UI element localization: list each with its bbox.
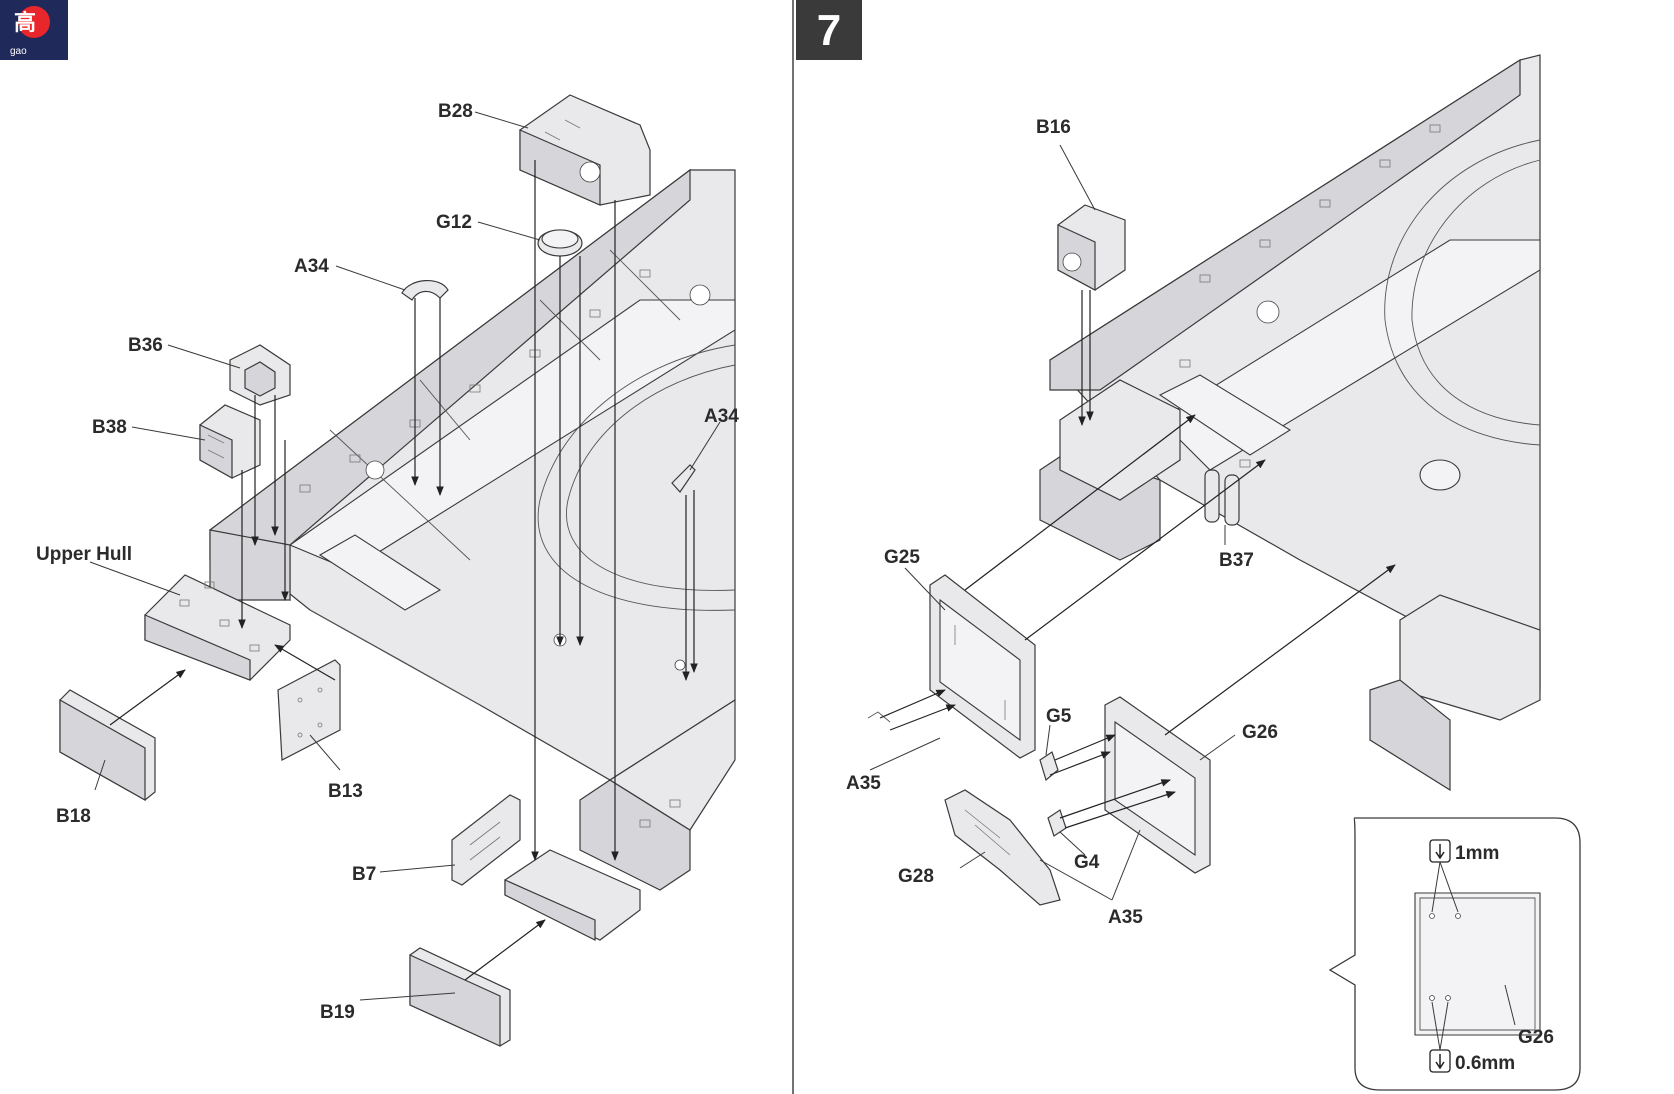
label-g28: G28 bbox=[898, 866, 934, 887]
label-b38: B38 bbox=[92, 417, 127, 438]
step-badge: 7 bbox=[796, 0, 862, 60]
label-upper-hull: Upper Hull bbox=[36, 544, 132, 565]
label-g4: G4 bbox=[1074, 852, 1100, 873]
label-b16: B16 bbox=[1036, 117, 1071, 138]
left-leader-lines bbox=[89, 111, 721, 1001]
right-assembly-arrows bbox=[879, 290, 1396, 829]
label-drill-top: 1mm bbox=[1455, 843, 1499, 864]
part-b28-shape bbox=[519, 94, 651, 206]
part-g26-shape bbox=[1104, 696, 1211, 874]
logo-text: 高 bbox=[14, 10, 36, 35]
part-b18-shape bbox=[59, 689, 156, 802]
part-g4-shape bbox=[1047, 809, 1067, 837]
part-upper-hull-corner-shape bbox=[144, 574, 291, 681]
label-b36: B36 bbox=[128, 335, 163, 356]
brand-logo: 高 gao bbox=[0, 0, 68, 60]
part-g28-shape bbox=[944, 789, 1061, 906]
label-a35-left: A35 bbox=[846, 773, 881, 794]
label-b19: B19 bbox=[320, 1002, 355, 1023]
part-b36-shape bbox=[229, 344, 291, 406]
right-leader-lines bbox=[869, 144, 1236, 901]
label-b28: B28 bbox=[438, 101, 473, 122]
right-hull-illustration bbox=[1039, 54, 1541, 792]
part-g25-shape bbox=[929, 574, 1036, 759]
part-a35-left-shape bbox=[867, 711, 891, 723]
step-number: 7 bbox=[817, 6, 841, 55]
label-g25: G25 bbox=[884, 547, 920, 568]
part-a34-left-shape bbox=[401, 280, 449, 301]
part-g5-shape bbox=[1039, 751, 1059, 782]
label-a34-left: A34 bbox=[294, 256, 329, 277]
label-g26: G26 bbox=[1242, 722, 1278, 743]
label-g5: G5 bbox=[1046, 706, 1072, 727]
label-b13: B13 bbox=[328, 781, 363, 802]
part-front-plate-shape bbox=[504, 849, 641, 941]
part-b7-shape bbox=[451, 794, 521, 886]
part-b13-shape bbox=[277, 659, 341, 761]
logo-subtext: gao bbox=[10, 46, 27, 57]
part-g12-shape bbox=[537, 229, 583, 257]
label-a35-right: A35 bbox=[1108, 907, 1143, 928]
label-b37: B37 bbox=[1219, 550, 1254, 571]
left-assembly-arrows bbox=[109, 160, 698, 981]
label-g12: G12 bbox=[436, 212, 472, 233]
left-hull-illustration bbox=[209, 168, 736, 891]
label-b18: B18 bbox=[56, 806, 91, 827]
label-detail-g26: G26 bbox=[1518, 1027, 1554, 1048]
detail-callout bbox=[1328, 817, 1581, 1091]
part-b38-shape bbox=[199, 404, 261, 480]
part-b19-shape bbox=[409, 947, 511, 1047]
part-a34-right-shape bbox=[671, 464, 696, 493]
label-b7: B7 bbox=[352, 864, 376, 885]
part-b16-shape bbox=[1057, 204, 1126, 292]
label-a34-right: A34 bbox=[704, 406, 739, 427]
label-drill-bottom: 0.6mm bbox=[1455, 1053, 1515, 1074]
